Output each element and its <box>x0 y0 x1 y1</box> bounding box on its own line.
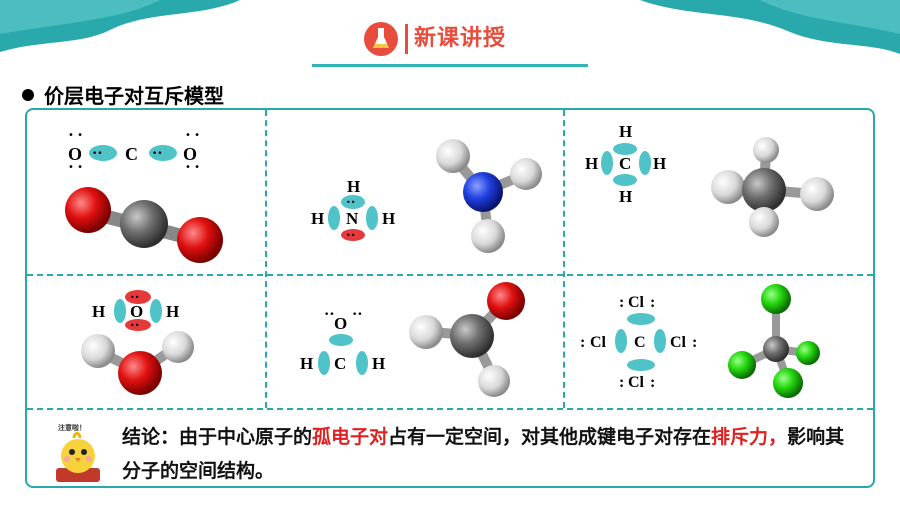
svg-text::: : <box>692 334 697 351</box>
atom-label: Cl <box>670 334 687 351</box>
atom-label: H <box>619 187 632 206</box>
svg-text:• •: • • <box>68 162 83 173</box>
atom-label: O <box>68 144 82 164</box>
header-separator <box>405 24 408 54</box>
atom-label: H <box>166 302 179 321</box>
section-title: 价层电子对互斥模型 <box>44 84 224 108</box>
atom-label: C <box>125 144 138 164</box>
svg-text::: : <box>619 374 624 391</box>
conclusion-prefix: 结论：由于中心原子的 <box>122 426 313 448</box>
atom-label: N <box>346 209 359 228</box>
conclusion-highlight-repulsion: 排斥力， <box>711 426 788 448</box>
atom-label: C <box>334 354 346 373</box>
ch4-structure: H H C H H <box>585 122 834 237</box>
co2-structure: O • • • • •• C •• O • • • • <box>65 130 223 263</box>
conclusion-suffix: 影响其分子的空间结构。 <box>122 426 845 482</box>
header-wave-decoration <box>0 0 900 54</box>
svg-text::: : <box>650 294 655 311</box>
atom-label: H <box>619 122 632 141</box>
atom-label: C <box>634 334 646 351</box>
mascot-label: 注意啦！ <box>58 423 86 432</box>
grid-divider-horizontal <box>27 274 873 276</box>
bullet-dot-icon <box>22 88 34 101</box>
grid-divider-vertical <box>563 110 565 408</box>
svg-text:••: •• <box>324 310 335 320</box>
svg-text:••: •• <box>152 149 163 159</box>
svg-text:••: •• <box>130 321 139 330</box>
ccl4-structure: : Cl : : Cl C Cl : : Cl : <box>580 284 820 398</box>
svg-text:• •: • • <box>185 130 200 141</box>
svg-text::: : <box>580 334 585 351</box>
svg-text:••: •• <box>346 198 355 207</box>
svg-text::: : <box>619 294 624 311</box>
grid-divider-vertical <box>265 110 267 408</box>
atom-label: H <box>311 209 324 228</box>
conclusion-middle: 占有一定空间，对其他成键电子对存在 <box>388 426 712 448</box>
atom-label: H <box>372 354 385 373</box>
svg-text:••: •• <box>352 310 363 320</box>
section-heading: 价层电子对互斥模型 <box>22 80 224 109</box>
header-underline <box>312 64 588 67</box>
atom-label: O <box>130 302 143 321</box>
conclusion-text: 结论：由于中心原子的孤电子对占有一定空间，对其他成键电子对存在排斥力，影响其分子… <box>122 420 862 488</box>
nh3-structure: H •• H N H •• <box>311 139 542 253</box>
atom-label: H <box>300 354 313 373</box>
conclusion-highlight-lone-pair: 孤电子对 <box>312 426 389 448</box>
chick-mascot-icon: 注意啦！ <box>56 423 100 482</box>
atom-label: Cl <box>628 294 645 311</box>
svg-text::: : <box>650 374 655 391</box>
svg-text:• •: • • <box>68 130 83 141</box>
svg-text:••: •• <box>130 293 139 302</box>
svg-text:• •: • • <box>185 162 200 173</box>
atom-label: Cl <box>590 334 607 351</box>
atom-label: H <box>585 154 598 173</box>
svg-text:••: •• <box>346 231 355 240</box>
atom-label: O <box>183 144 197 164</box>
atom-label: H <box>92 302 105 321</box>
grid-divider-horizontal <box>27 408 873 410</box>
atom-label: H <box>653 154 666 173</box>
svg-text:••: •• <box>92 149 103 159</box>
atom-label: H <box>347 177 360 196</box>
atom-label: Cl <box>628 374 645 391</box>
atom-label: O <box>334 314 347 333</box>
page-title: 新课讲授 <box>414 26 507 51</box>
ch2o-structure: •• O •• H C H <box>300 282 525 397</box>
h2o-structure: •• H O H •• <box>81 290 194 395</box>
atom-label: H <box>382 209 395 228</box>
chemistry-flask-icon <box>364 22 398 56</box>
atom-label: C <box>619 154 631 173</box>
